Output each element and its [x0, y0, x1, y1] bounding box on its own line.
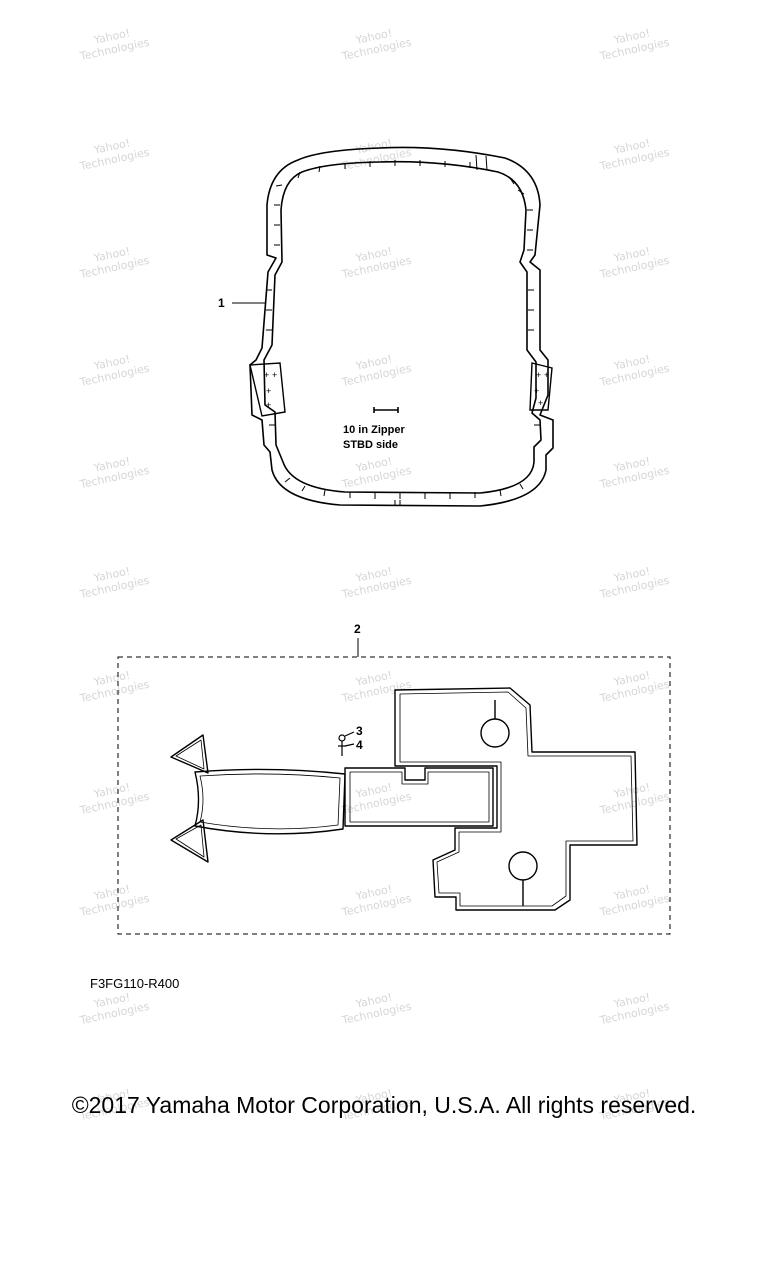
svg-text:+: + [544, 370, 549, 380]
part-2-mat-pieces [170, 687, 638, 911]
part-2-kit-boundary [117, 656, 671, 935]
zipper-note: 10 in Zipper STBD side [343, 423, 405, 453]
zipper-note-line-1: 10 in Zipper [343, 424, 405, 436]
callout-2: 2 [354, 622, 361, 636]
zipper-symbol [373, 407, 399, 413]
part-1-tick-marks [266, 154, 540, 506]
callout-1: 1 [218, 296, 225, 310]
svg-text:+: + [536, 370, 541, 380]
part-1-side-flaps [249, 362, 553, 417]
svg-text:+: + [534, 386, 539, 396]
copyright-notice: ©2017 Yamaha Motor Corporation, U.S.A. A… [71, 1092, 697, 1118]
part-1-cover-outline [249, 146, 554, 507]
svg-text:+: + [264, 370, 269, 380]
callout-3: 3 [356, 724, 363, 738]
figure-code: F3FG110-R400 [90, 976, 180, 991]
zipper-note-line-2: STBD side [343, 439, 399, 451]
svg-text:+: + [538, 398, 543, 408]
part-1-flap-markers: ++++ ++++ [264, 370, 549, 410]
svg-text:+: + [272, 370, 277, 380]
svg-text:+: + [266, 400, 271, 410]
svg-text:+: + [266, 386, 271, 396]
callout-4: 4 [356, 738, 363, 752]
parts-3-4-fasteners [338, 731, 355, 756]
